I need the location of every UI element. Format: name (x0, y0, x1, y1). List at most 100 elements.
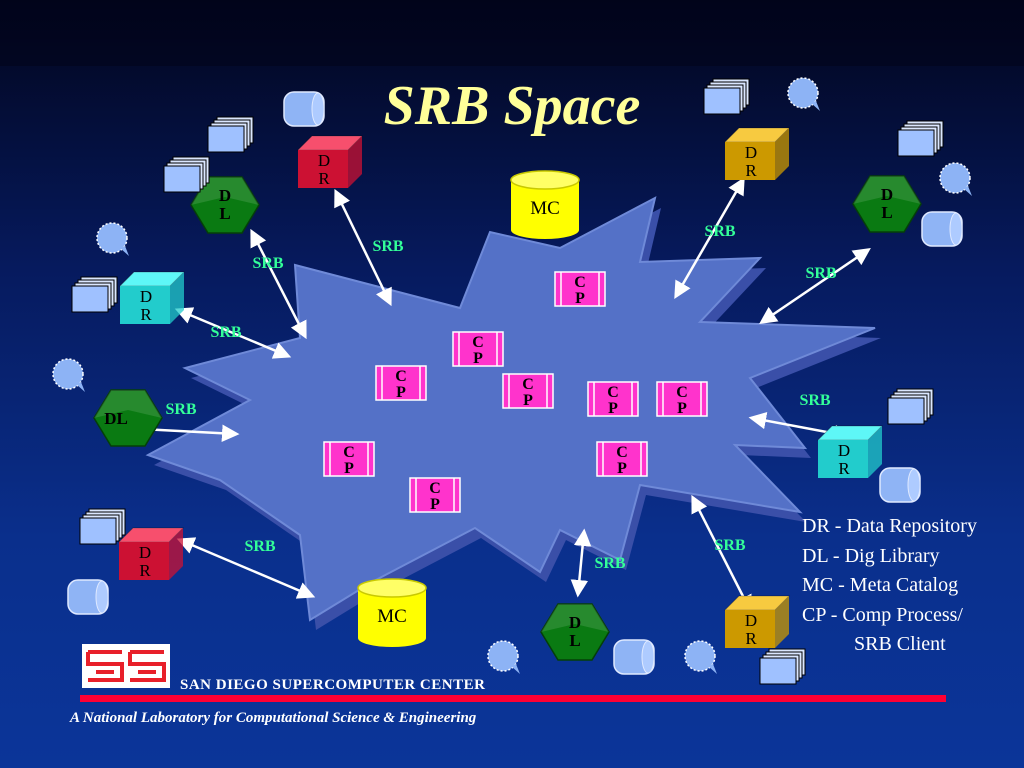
node-label-line-1: D (745, 143, 757, 162)
srb-link-arrow (250, 228, 307, 340)
bubble-tail (963, 186, 972, 196)
document-stack-icon (887, 388, 934, 425)
cp-label-line-1: C (343, 444, 355, 461)
doc-sheet (79, 517, 117, 545)
cp-label-line-1: C (574, 274, 586, 291)
legend-dr: DR - Data Repository (802, 515, 977, 537)
disk-icon (283, 91, 325, 127)
srb-link-arrow (759, 248, 871, 324)
node-label-line-1: D (838, 441, 850, 460)
cp-node: CP (323, 441, 375, 477)
disk-face (641, 640, 655, 674)
cylinder-top (357, 578, 427, 598)
srb-link-label: SRB (704, 223, 735, 240)
bubble (96, 222, 128, 254)
node-label-line-1: D (140, 287, 152, 306)
bubble (52, 358, 84, 390)
cp-box (587, 381, 639, 417)
cp-label-line-1: C (676, 384, 688, 401)
doc-sheet (207, 125, 245, 153)
chat-bubble-icon (684, 640, 717, 674)
cylinder-bottom (358, 629, 426, 647)
disk-face (311, 92, 325, 126)
node-label-line-2: R (140, 305, 152, 324)
cube-highlight (725, 128, 789, 142)
node-label-line-1: D (881, 185, 893, 204)
sdsc-logo (82, 644, 170, 688)
cp-node: CP (596, 441, 648, 477)
srb-link-label: SRB (210, 324, 241, 341)
cp-box (452, 331, 504, 367)
dl-node: DL (93, 389, 163, 447)
document-stack-icon (759, 648, 806, 685)
cube-front (120, 286, 170, 324)
cube-front (725, 142, 775, 180)
cp-node: CP (375, 365, 427, 401)
legend-srb-client: SRB Client (854, 633, 946, 655)
bubble (787, 77, 819, 109)
cube-front (818, 440, 868, 478)
cp-label-line-1: C (522, 376, 534, 393)
cube-side (868, 426, 882, 478)
node-label-line-2: R (838, 459, 850, 478)
cp-node: CP (656, 381, 708, 417)
node-label-line-2: R (745, 629, 757, 648)
dl-node: DL (190, 176, 260, 234)
srb-link-label: SRB (165, 401, 196, 418)
cp-label-line-2: P (523, 392, 533, 409)
cp-node: CP (409, 477, 461, 513)
mc-label: MC (530, 198, 560, 219)
cube-side (170, 272, 184, 324)
disk-face (949, 212, 963, 246)
srb-link-label: SRB (252, 255, 283, 272)
dl-node: DL (852, 175, 922, 233)
cube-highlight (119, 528, 183, 542)
hex-highlight (853, 176, 921, 204)
cp-label-line-2: P (473, 350, 483, 367)
chat-bubble-icon (52, 358, 85, 392)
cube-side (775, 128, 789, 180)
cp-box (375, 365, 427, 401)
dr-node: DR (296, 135, 364, 188)
cp-box (656, 381, 708, 417)
cp-label-line-2: P (608, 400, 618, 417)
bubble-tail (120, 246, 129, 256)
hex-body (93, 389, 163, 447)
cp-label-line-2: P (430, 496, 440, 513)
cp-label-line-2: P (396, 384, 406, 401)
cube-highlight (818, 426, 882, 440)
node-label-line-1: D (569, 613, 581, 632)
dr-node: DR (816, 425, 884, 478)
cube-highlight (120, 272, 184, 286)
accent-bar (80, 695, 946, 702)
node-label-line-2: L (219, 204, 230, 223)
cp-box (502, 373, 554, 409)
doc-sheet (703, 87, 741, 115)
bubble (684, 640, 716, 672)
cp-label-line-2: P (677, 400, 687, 417)
doc-sheet (897, 129, 935, 157)
node-label-line-2: L (881, 203, 892, 222)
cp-label-line-2: P (575, 290, 585, 307)
doc-sheet (759, 657, 797, 685)
srb-link-arrow (674, 176, 745, 300)
cp-box (554, 271, 606, 307)
node-label-line-2: L (569, 631, 580, 650)
dr-node: DR (723, 127, 791, 180)
top-band (0, 0, 1024, 66)
hex-body (852, 175, 922, 233)
cp-label-line-2: P (344, 460, 354, 477)
doc-sheet (163, 165, 201, 193)
doc-sheet (887, 397, 925, 425)
document-stack-icon (207, 116, 254, 153)
cp-label-line-2: P (617, 460, 627, 477)
disk-face (95, 580, 109, 614)
cube-front (298, 150, 348, 188)
hex-body (190, 176, 260, 234)
srb-link-arrow (334, 188, 392, 307)
chat-bubble-icon (787, 77, 820, 111)
node-label-line-2: R (318, 169, 330, 188)
disk-icon (921, 211, 963, 247)
bubble (487, 640, 519, 672)
chat-bubble-icon (939, 162, 972, 196)
